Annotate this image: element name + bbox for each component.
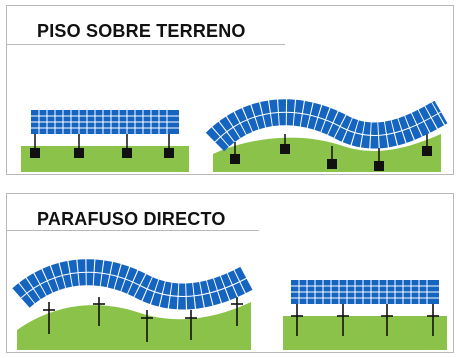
section-ground-block: PISO SOBRE TERRENO xyxy=(6,5,454,175)
array-posts xyxy=(30,134,174,158)
flat-terrain-screw-array xyxy=(283,280,447,350)
wavy-terrain-screw-array xyxy=(12,259,254,350)
ground-block-illustration xyxy=(21,99,448,172)
solar-panel-row-wavy xyxy=(205,99,448,152)
ground-screws xyxy=(291,304,439,336)
solar-panel-row xyxy=(291,280,439,304)
panel-row-divider xyxy=(20,271,248,299)
title-underline xyxy=(7,230,259,231)
flat-ground xyxy=(283,316,447,350)
section-title: PISO SOBRE TERRENO xyxy=(37,21,246,41)
flat-terrain-array xyxy=(21,110,189,172)
wavy-ground xyxy=(17,302,251,350)
wavy-terrain-array xyxy=(205,99,448,172)
section-ground-screw: PARAFUSO DIRECTO xyxy=(6,193,454,353)
section-title: PARAFUSO DIRECTO xyxy=(37,209,226,229)
flat-ground xyxy=(21,146,189,172)
array-posts xyxy=(230,134,432,171)
solar-panel-row-wavy xyxy=(12,259,254,310)
solar-panel-row xyxy=(31,110,179,134)
panel-row-divider xyxy=(214,111,442,143)
ground-screw-illustration xyxy=(12,259,447,350)
ground-screws xyxy=(43,297,243,342)
title-underline xyxy=(7,44,285,45)
